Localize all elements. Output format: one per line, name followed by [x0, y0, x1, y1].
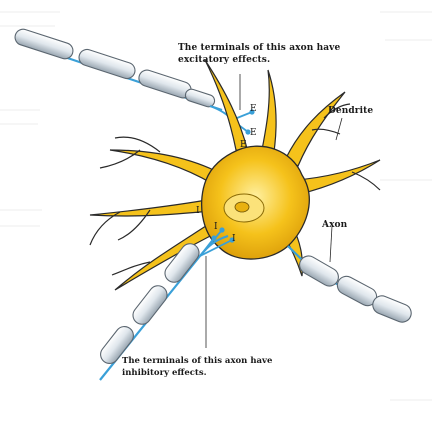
dendrite-label: Dendrite — [328, 106, 374, 116]
inhibitory-marker-1: I — [196, 206, 200, 216]
inhibitory-marker-2: I — [214, 222, 218, 232]
inhibitory-marker-3: I — [232, 234, 236, 244]
leader-lines — [239, 74, 343, 141]
excitatory-caption-line1: The terminals of this axon have — [178, 43, 341, 53]
excitatory-marker-2: E — [250, 128, 257, 138]
nucleus — [223, 193, 265, 223]
background-bleed — [0, 11, 432, 401]
output-axon — [287, 225, 412, 323]
axon-label: Axon — [322, 220, 348, 230]
inhibitory-axon — [99, 227, 235, 381]
excitatory-marker-3: E — [240, 140, 247, 150]
excitatory-marker-1: E — [250, 104, 257, 114]
excitatory-caption-line2: excitatory effects. — [178, 55, 271, 65]
inhibitory-caption-line1: The terminals of this axon have — [122, 356, 273, 366]
inhibitory-caption-line2: inhibitory effects. — [122, 368, 207, 378]
